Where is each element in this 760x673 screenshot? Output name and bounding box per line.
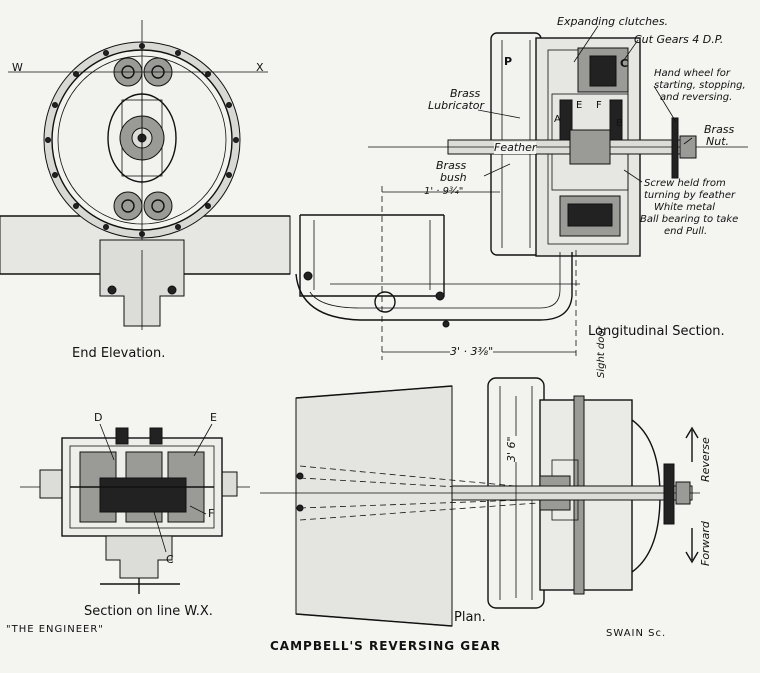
- label-w: W: [12, 61, 23, 74]
- engraver-credit: SWAIN Sc.: [606, 628, 667, 639]
- figure-title: CAMPBELL'S REVERSING GEAR: [270, 639, 501, 653]
- label-screw-1: Screw held from: [644, 178, 726, 189]
- label-brass-lubricator-2: Lubricator: [428, 99, 485, 112]
- label-feather: Feather: [494, 141, 537, 154]
- label-forward: Forward: [699, 521, 712, 566]
- plan-view: [260, 377, 700, 627]
- label-x: X: [256, 61, 264, 74]
- longitudinal-caption: Longitudinal Section.: [588, 324, 725, 339]
- label-hand-wheel-1: Hand wheel for: [654, 68, 731, 79]
- label-brass-bush-1: Brass: [436, 159, 467, 172]
- label-section-d: D: [94, 411, 103, 424]
- label-plan-dim-width: 3' 6": [505, 436, 518, 462]
- label-hand-wheel-3: and reversing.: [660, 92, 733, 103]
- plan-caption: Plan.: [454, 610, 486, 625]
- label-e: E: [576, 100, 583, 111]
- label-ball-bearing-1: Ball bearing to take: [640, 214, 739, 225]
- end-elevation-caption: End Elevation.: [72, 346, 166, 361]
- label-section-e: E: [210, 411, 217, 424]
- label-dim-small: 1' · 9¾": [424, 186, 464, 197]
- label-reverse: Reverse: [699, 437, 712, 482]
- label-c: C: [620, 57, 629, 70]
- end-elevation-view: [0, 20, 291, 330]
- label-a: A: [554, 114, 561, 125]
- label-hand-wheel-2: starting, stopping,: [654, 80, 746, 91]
- section-caption: Section on line W.X.: [84, 604, 213, 619]
- publisher-credit: "THE ENGINEER": [6, 624, 104, 635]
- label-brass-nut-1: Brass: [704, 123, 735, 136]
- label-cut-gears: Cut Gears 4 D.P.: [634, 33, 724, 46]
- label-brass-lubricator-1: Brass: [450, 87, 481, 100]
- section-view: [20, 423, 250, 594]
- label-dim-length: 3' · 3⅜": [450, 345, 494, 358]
- label-b: B: [616, 118, 623, 129]
- label-brass-bush-2: bush: [440, 171, 467, 184]
- label-white-metal: White metal: [654, 202, 715, 213]
- label-p: P: [504, 55, 513, 68]
- label-section-c: C: [166, 553, 174, 566]
- label-ball-bearing-2: end Pull.: [664, 226, 708, 237]
- label-expanding-clutches: Expanding clutches.: [557, 15, 669, 28]
- label-section-f: F: [208, 507, 215, 520]
- label-screw-2: turning by feather: [644, 190, 736, 201]
- label-brass-nut-2: Nut.: [706, 135, 730, 148]
- label-f: F: [596, 100, 602, 111]
- label-sight-door: Sight door: [596, 326, 607, 378]
